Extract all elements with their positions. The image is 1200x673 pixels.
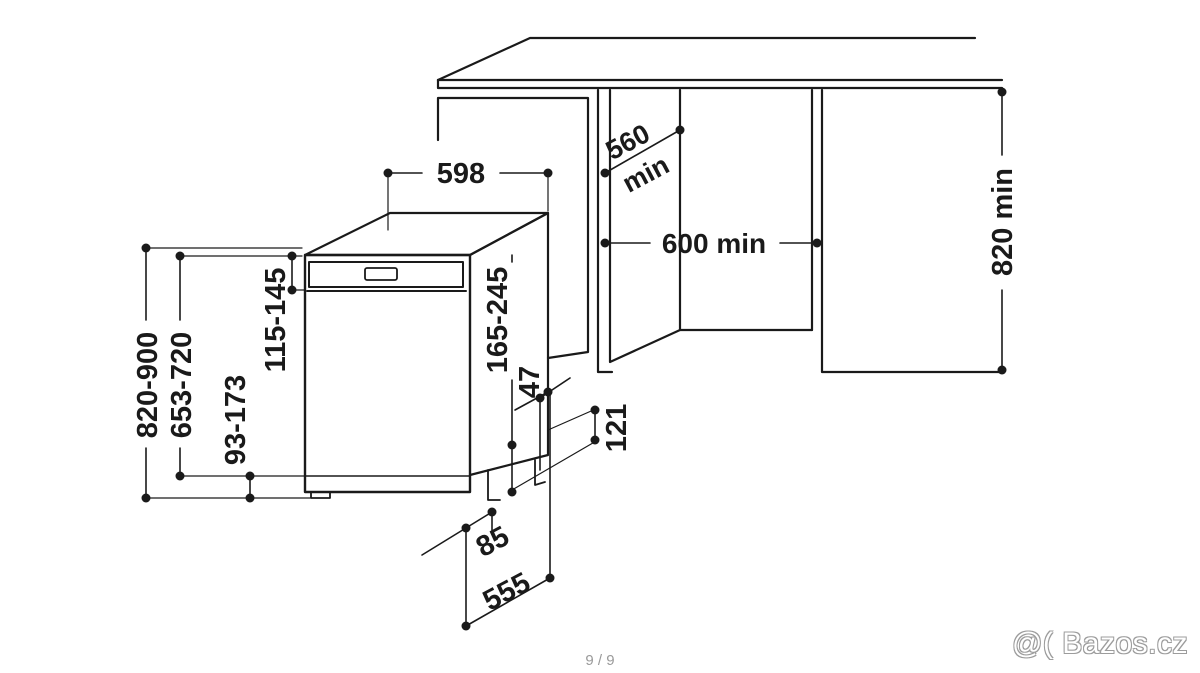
dimension-labels: 598 560 min 600 min 820 min 820-900 653-… <box>132 118 1019 617</box>
dim-label-555: 555 <box>478 567 536 618</box>
dimension-dots <box>141 87 1007 631</box>
cabinet-outline <box>436 36 1004 374</box>
dimension-lines <box>145 91 1003 627</box>
dishwasher-body <box>303 211 550 501</box>
bazos-watermark: @( Bazos.cz <box>1012 627 1188 660</box>
dim-label-820-min: 820 min <box>987 168 1019 276</box>
dim-label-93-173: 93-173 <box>220 375 252 465</box>
dim-label-85: 85 <box>471 520 515 563</box>
dim-label-653-720: 653-720 <box>166 332 198 438</box>
dim-label-115-145: 115-145 <box>260 268 292 373</box>
dim-label-121: 121 <box>601 404 633 452</box>
dim-label-820-900: 820-900 <box>132 332 164 438</box>
dim-label-165-245: 165-245 <box>482 267 514 373</box>
page-indicator: 9 / 9 <box>585 652 615 669</box>
dim-label-600-min: 600 min <box>662 228 766 259</box>
dim-label-47: 47 <box>514 366 546 398</box>
dim-label-598: 598 <box>437 158 485 190</box>
